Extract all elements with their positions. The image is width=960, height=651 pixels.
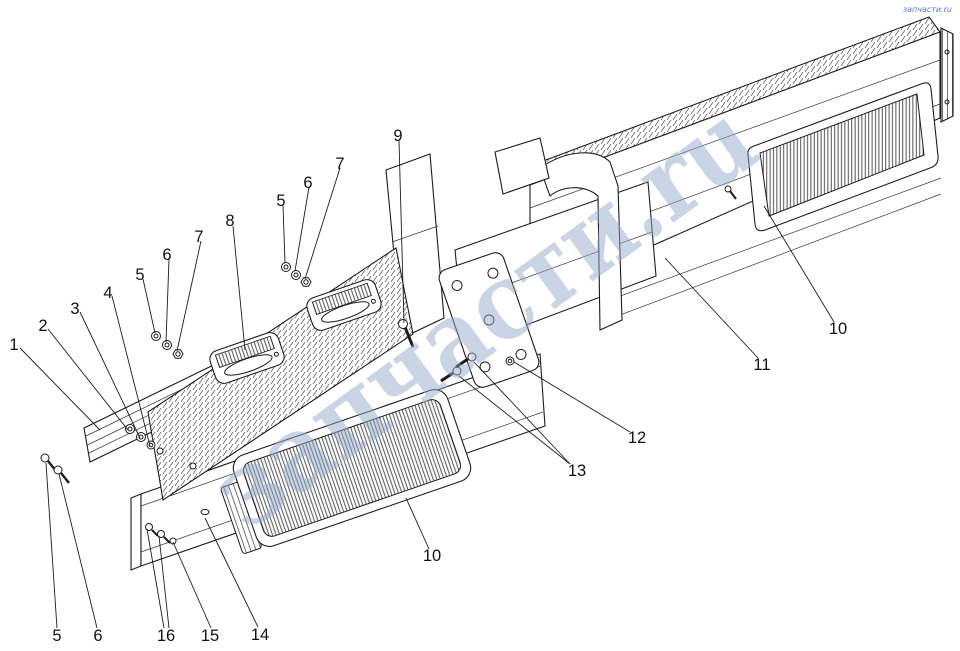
callout-4: 4 [103,284,112,302]
tail-lamp-upper [747,82,939,232]
callout-5a: 5 [135,266,144,284]
callout-2: 2 [38,317,47,335]
callout-11: 11 [753,356,770,374]
callout-16: 16 [157,627,175,645]
corner-mark-text: запчасти.ru [903,5,952,14]
callout-14: 14 [251,626,269,644]
callout-10-top: 10 [829,320,847,338]
tail-lamp-lower [220,389,472,554]
callout-8: 8 [225,212,234,230]
callout-5c: 5 [52,627,61,645]
fasteners [40,185,737,545]
curved-bracket [494,137,623,331]
license-lamp-right [306,279,382,331]
watermark-text: запчасти.ru [188,77,779,554]
callout-15: 15 [201,627,219,645]
callout-3: 3 [70,300,79,318]
callout-1: 1 [9,336,18,354]
license-lamp-left [209,332,285,384]
mounting-plate [438,252,540,388]
leader-lines [19,140,835,629]
callout-7a: 7 [194,228,203,246]
callout-6a: 6 [162,246,171,264]
callout-6b: 6 [303,174,312,192]
callout-6c: 6 [93,627,102,645]
callout-5b: 5 [276,192,285,210]
callout-13: 13 [568,462,586,480]
callout-10-bottom: 10 [423,547,441,565]
callout-7b: 7 [335,155,344,173]
callouts: 1 2 3 4 5 6 7 8 5 6 7 9 10 11 12 13 10 5… [9,127,847,645]
callout-12: 12 [628,429,646,447]
callout-9: 9 [393,127,402,145]
